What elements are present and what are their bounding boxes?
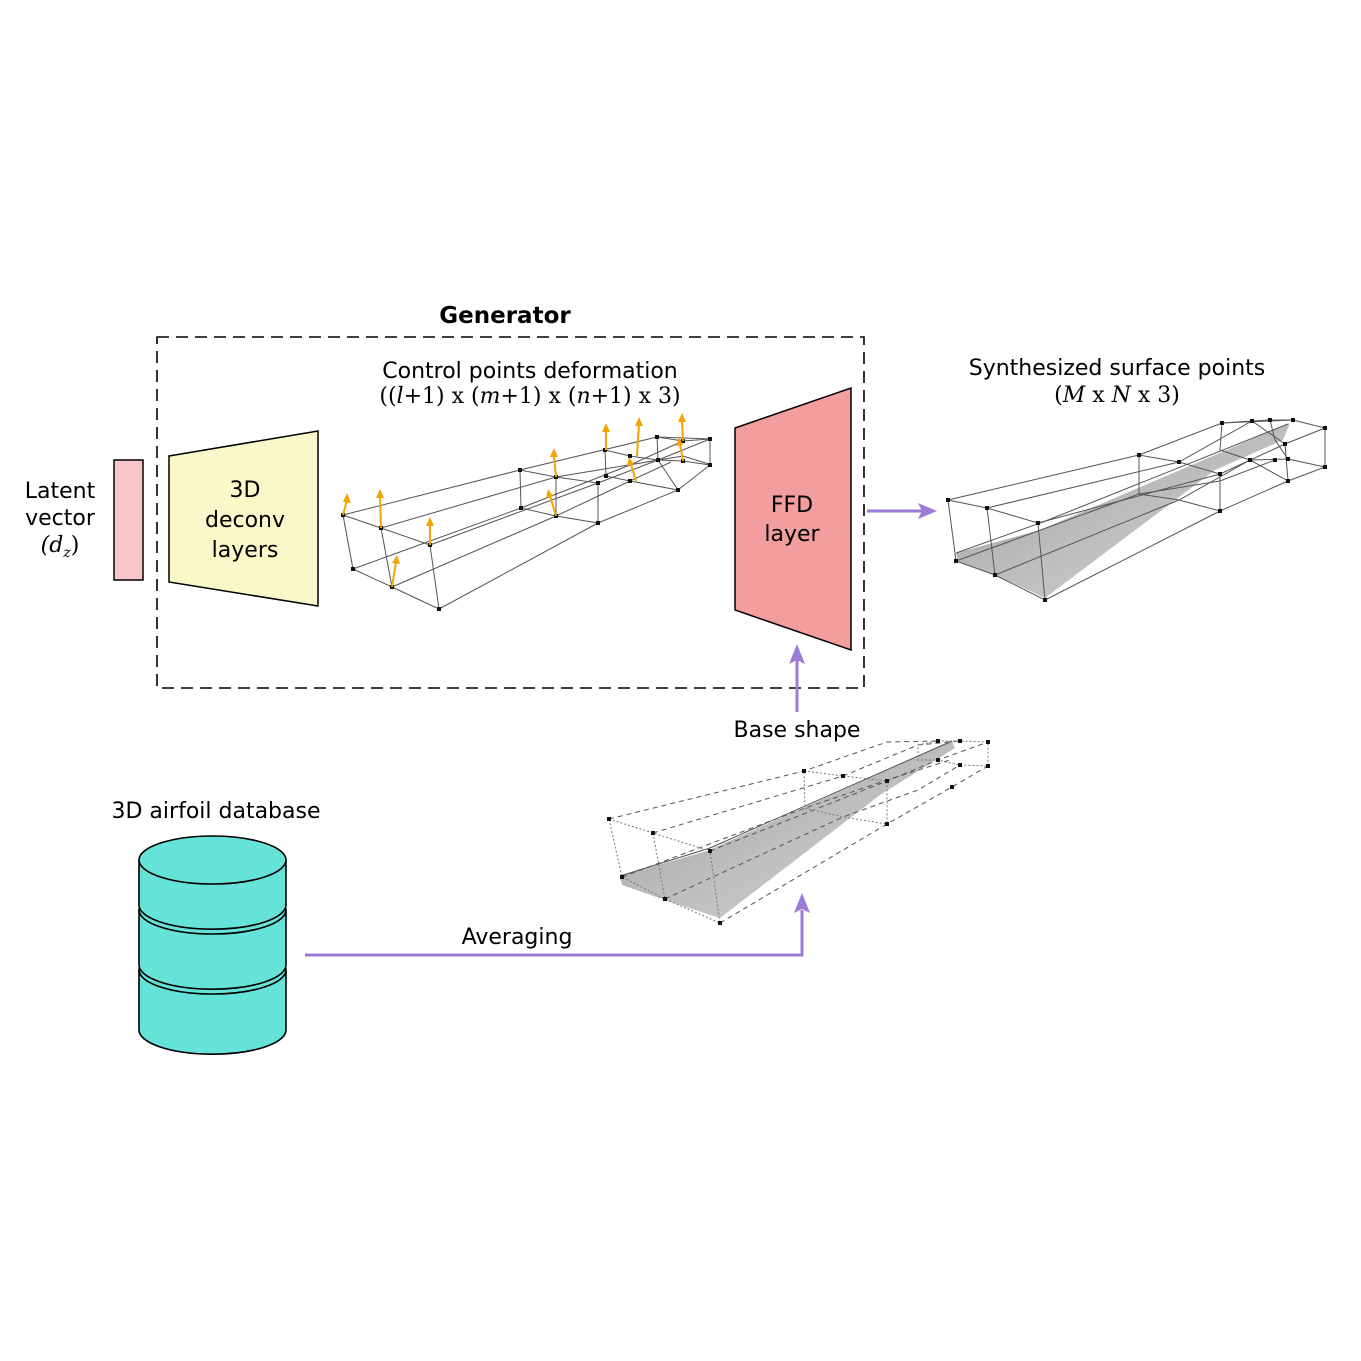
deformation-arrows (342, 413, 686, 588)
deconv-trapezoid (168, 430, 319, 607)
base-shape-label: Base shape (734, 718, 861, 743)
latent-vector: Latent vector (dz) (25, 459, 144, 581)
synthesized-wing (946, 418, 1327, 602)
averaging-label: Averaging (462, 925, 573, 950)
ffd-label-line2: layer (764, 522, 820, 547)
deconv-layers-block: 3D deconv layers (168, 430, 319, 607)
database-label: 3D airfoil database (112, 799, 321, 824)
base-wing-surface (620, 741, 955, 918)
synthesized-formula: (M x N x 3) (1054, 383, 1180, 408)
latent-vector-bar (113, 459, 144, 581)
database-cylinder-icon (138, 835, 287, 1055)
generator-box (156, 336, 865, 689)
arrow-base-to-ffd (789, 644, 805, 712)
deconv-label-line2: deconv (205, 508, 285, 533)
generator-title: Generator (439, 303, 571, 329)
control-points-caption: Control points deformation (382, 359, 678, 384)
synthesized-wing-surface (956, 423, 1290, 598)
base-shape-wing (607, 739, 990, 925)
ffd-layer-block: FFD layer (734, 386, 852, 652)
arrow-ffd-to-output (867, 503, 937, 519)
ffd-label-line1: FFD (771, 493, 813, 518)
ffd-trapezoid (734, 386, 852, 652)
control-points-formula: ((l+1) x (m+1) x (n+1) x 3) (379, 384, 680, 409)
deconv-label-line1: 3D (230, 478, 261, 503)
arrow-database-to-base (305, 893, 810, 957)
control-point-lattice (341, 435, 713, 611)
deconv-label-line3: layers (212, 538, 279, 563)
latent-label-line2: vector (25, 506, 96, 531)
latent-label-line1: Latent (25, 479, 96, 504)
synthesized-caption: Synthesized surface points (969, 356, 1266, 381)
latent-label-symbol: (dz) (41, 533, 80, 561)
